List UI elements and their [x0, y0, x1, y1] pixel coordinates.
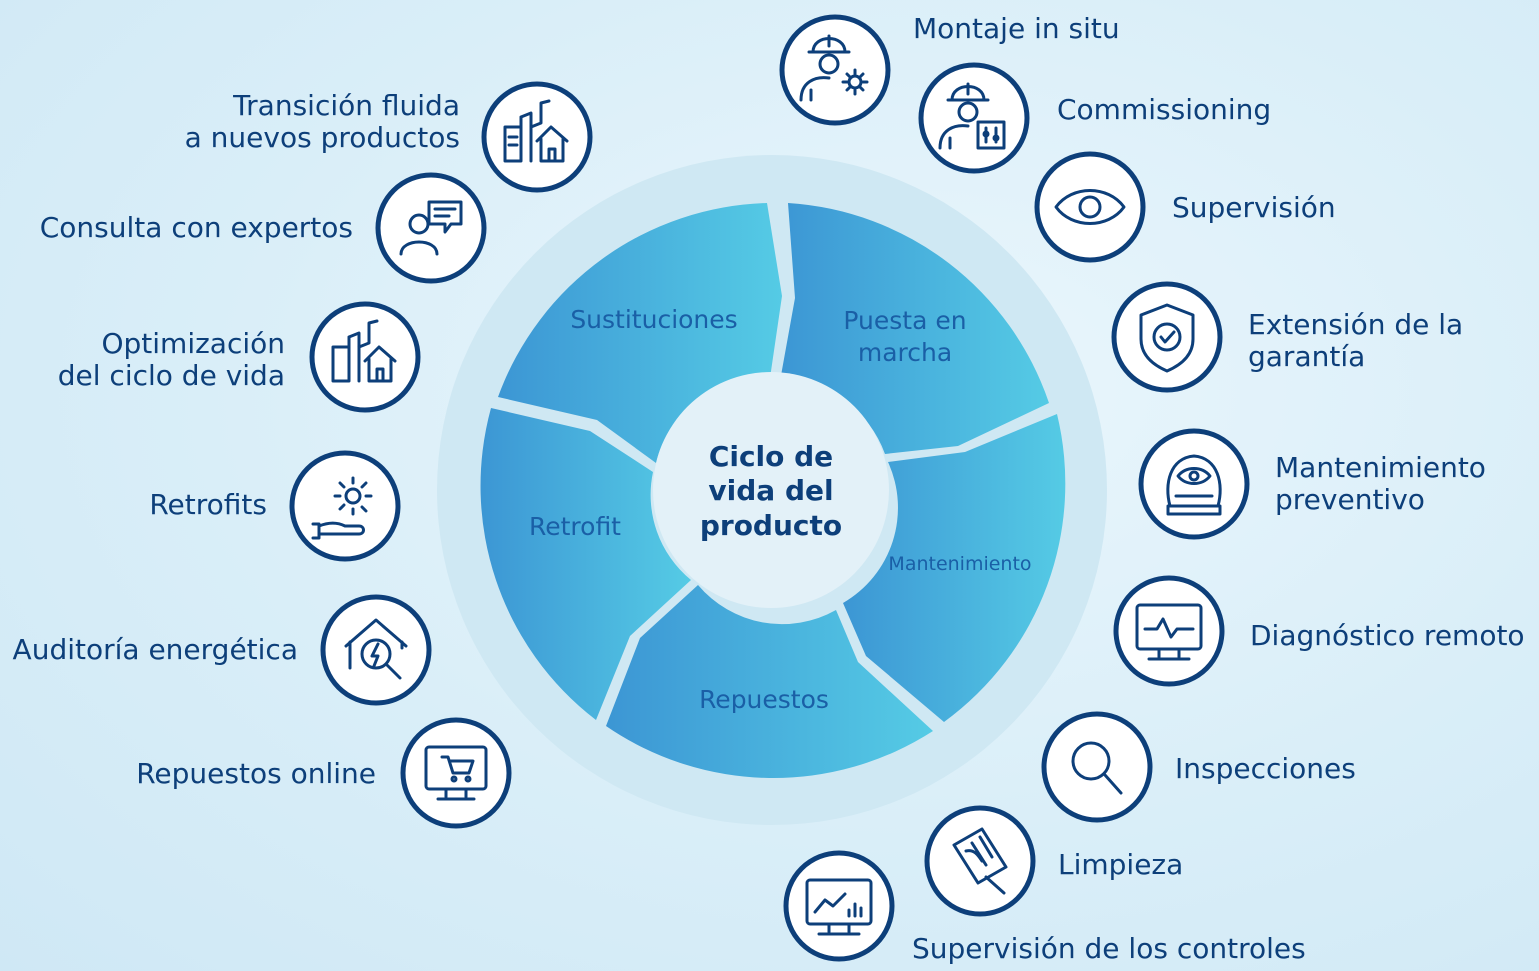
label-limpieza: Limpieza [1058, 848, 1184, 881]
label-supervision: Supervisión [1172, 191, 1336, 224]
label-extension-line1: Extensión de la [1248, 308, 1464, 341]
magnifier-icon [1071, 741, 1123, 795]
label-optimizacion-line1: Optimización [101, 327, 285, 360]
cart-monitor-icon [424, 745, 488, 801]
monitor-eye-icon [1166, 454, 1222, 516]
label-montaje: Montaje in situ [913, 12, 1120, 45]
segment-label-retrofit: Retrofit [529, 512, 621, 541]
consult-icon-circle [375, 172, 487, 284]
label-extension: Extensión de la garantía [1248, 309, 1463, 373]
warranty-icon-circle [1111, 281, 1223, 393]
segment-label-mantenimiento: Mantenimiento [888, 553, 1031, 575]
label-inspecciones: Inspecciones [1175, 752, 1356, 785]
gear-hand-icon [311, 476, 373, 540]
segment-label-sustituciones: Sustituciones [570, 305, 737, 334]
controls-icon-circle [783, 850, 895, 962]
expert-chat-icon [399, 200, 463, 256]
label-retrofits: Retrofits [149, 488, 267, 521]
label-extension-line2: garantía [1248, 340, 1366, 373]
label-mantenimiento-preventivo: Mantenimiento preventivo [1275, 452, 1486, 516]
cleaning-hand-icon [952, 827, 1008, 895]
segment-repuestos [606, 585, 933, 778]
segment-sustituciones [498, 203, 782, 463]
label-consulta: Consulta con expertos [39, 211, 353, 244]
label-optimizacion: Optimización del ciclo de vida [40, 328, 285, 392]
lifecycle-optimization-icon [331, 319, 397, 383]
segment-label-puesta-1: Puesta en [843, 306, 966, 335]
building-house-icon [503, 99, 569, 163]
center-title-line3: producto [700, 509, 842, 542]
energy-audit-icon [344, 618, 408, 680]
segment-ring [480, 203, 1066, 778]
center-circle [653, 372, 889, 608]
segment-label-puesta-2: marcha [858, 338, 952, 367]
label-transicion-line1: Transición fluida [233, 89, 460, 122]
inspections-icon-circle [1041, 711, 1153, 823]
worker-gear-icon [799, 34, 869, 102]
monitor-pulse-icon [1135, 603, 1203, 661]
transition-icon-circle [481, 81, 593, 193]
supervision-icon-circle [1034, 151, 1146, 263]
segment-mantenimiento [843, 414, 1066, 722]
eye-icon [1054, 189, 1126, 225]
worker-panel-icon [938, 82, 1006, 150]
segment-retrofit [480, 408, 691, 720]
center-title-line2: vida del [708, 474, 833, 507]
shield-check-icon [1139, 303, 1195, 373]
label-auditoria: Auditoría energética [12, 633, 298, 666]
cleaning-icon-circle [924, 805, 1036, 917]
center-title-line1: Ciclo de [709, 440, 833, 473]
label-repuestos-online: Repuestos online [136, 757, 376, 790]
label-optimizacion-line2: del ciclo de vida [57, 359, 285, 392]
segment-puesta-en-marcha [780, 203, 1049, 454]
optimization-icon-circle [309, 301, 421, 413]
segment-label-repuestos: Repuestos [699, 685, 829, 714]
label-mantenimiento-line1: Mantenimiento [1275, 451, 1486, 484]
label-commissioning: Commissioning [1057, 93, 1272, 126]
label-supervision-controles: Supervisión de los controles [912, 932, 1306, 965]
label-transicion: Transición fluida a nuevos productos [140, 90, 460, 154]
label-transicion-line2: a nuevos productos [184, 121, 460, 154]
label-mantenimiento-line2: preventivo [1275, 483, 1425, 516]
monitor-chart-icon [805, 878, 873, 936]
label-diagnostico: Diagnóstico remoto [1250, 619, 1525, 652]
